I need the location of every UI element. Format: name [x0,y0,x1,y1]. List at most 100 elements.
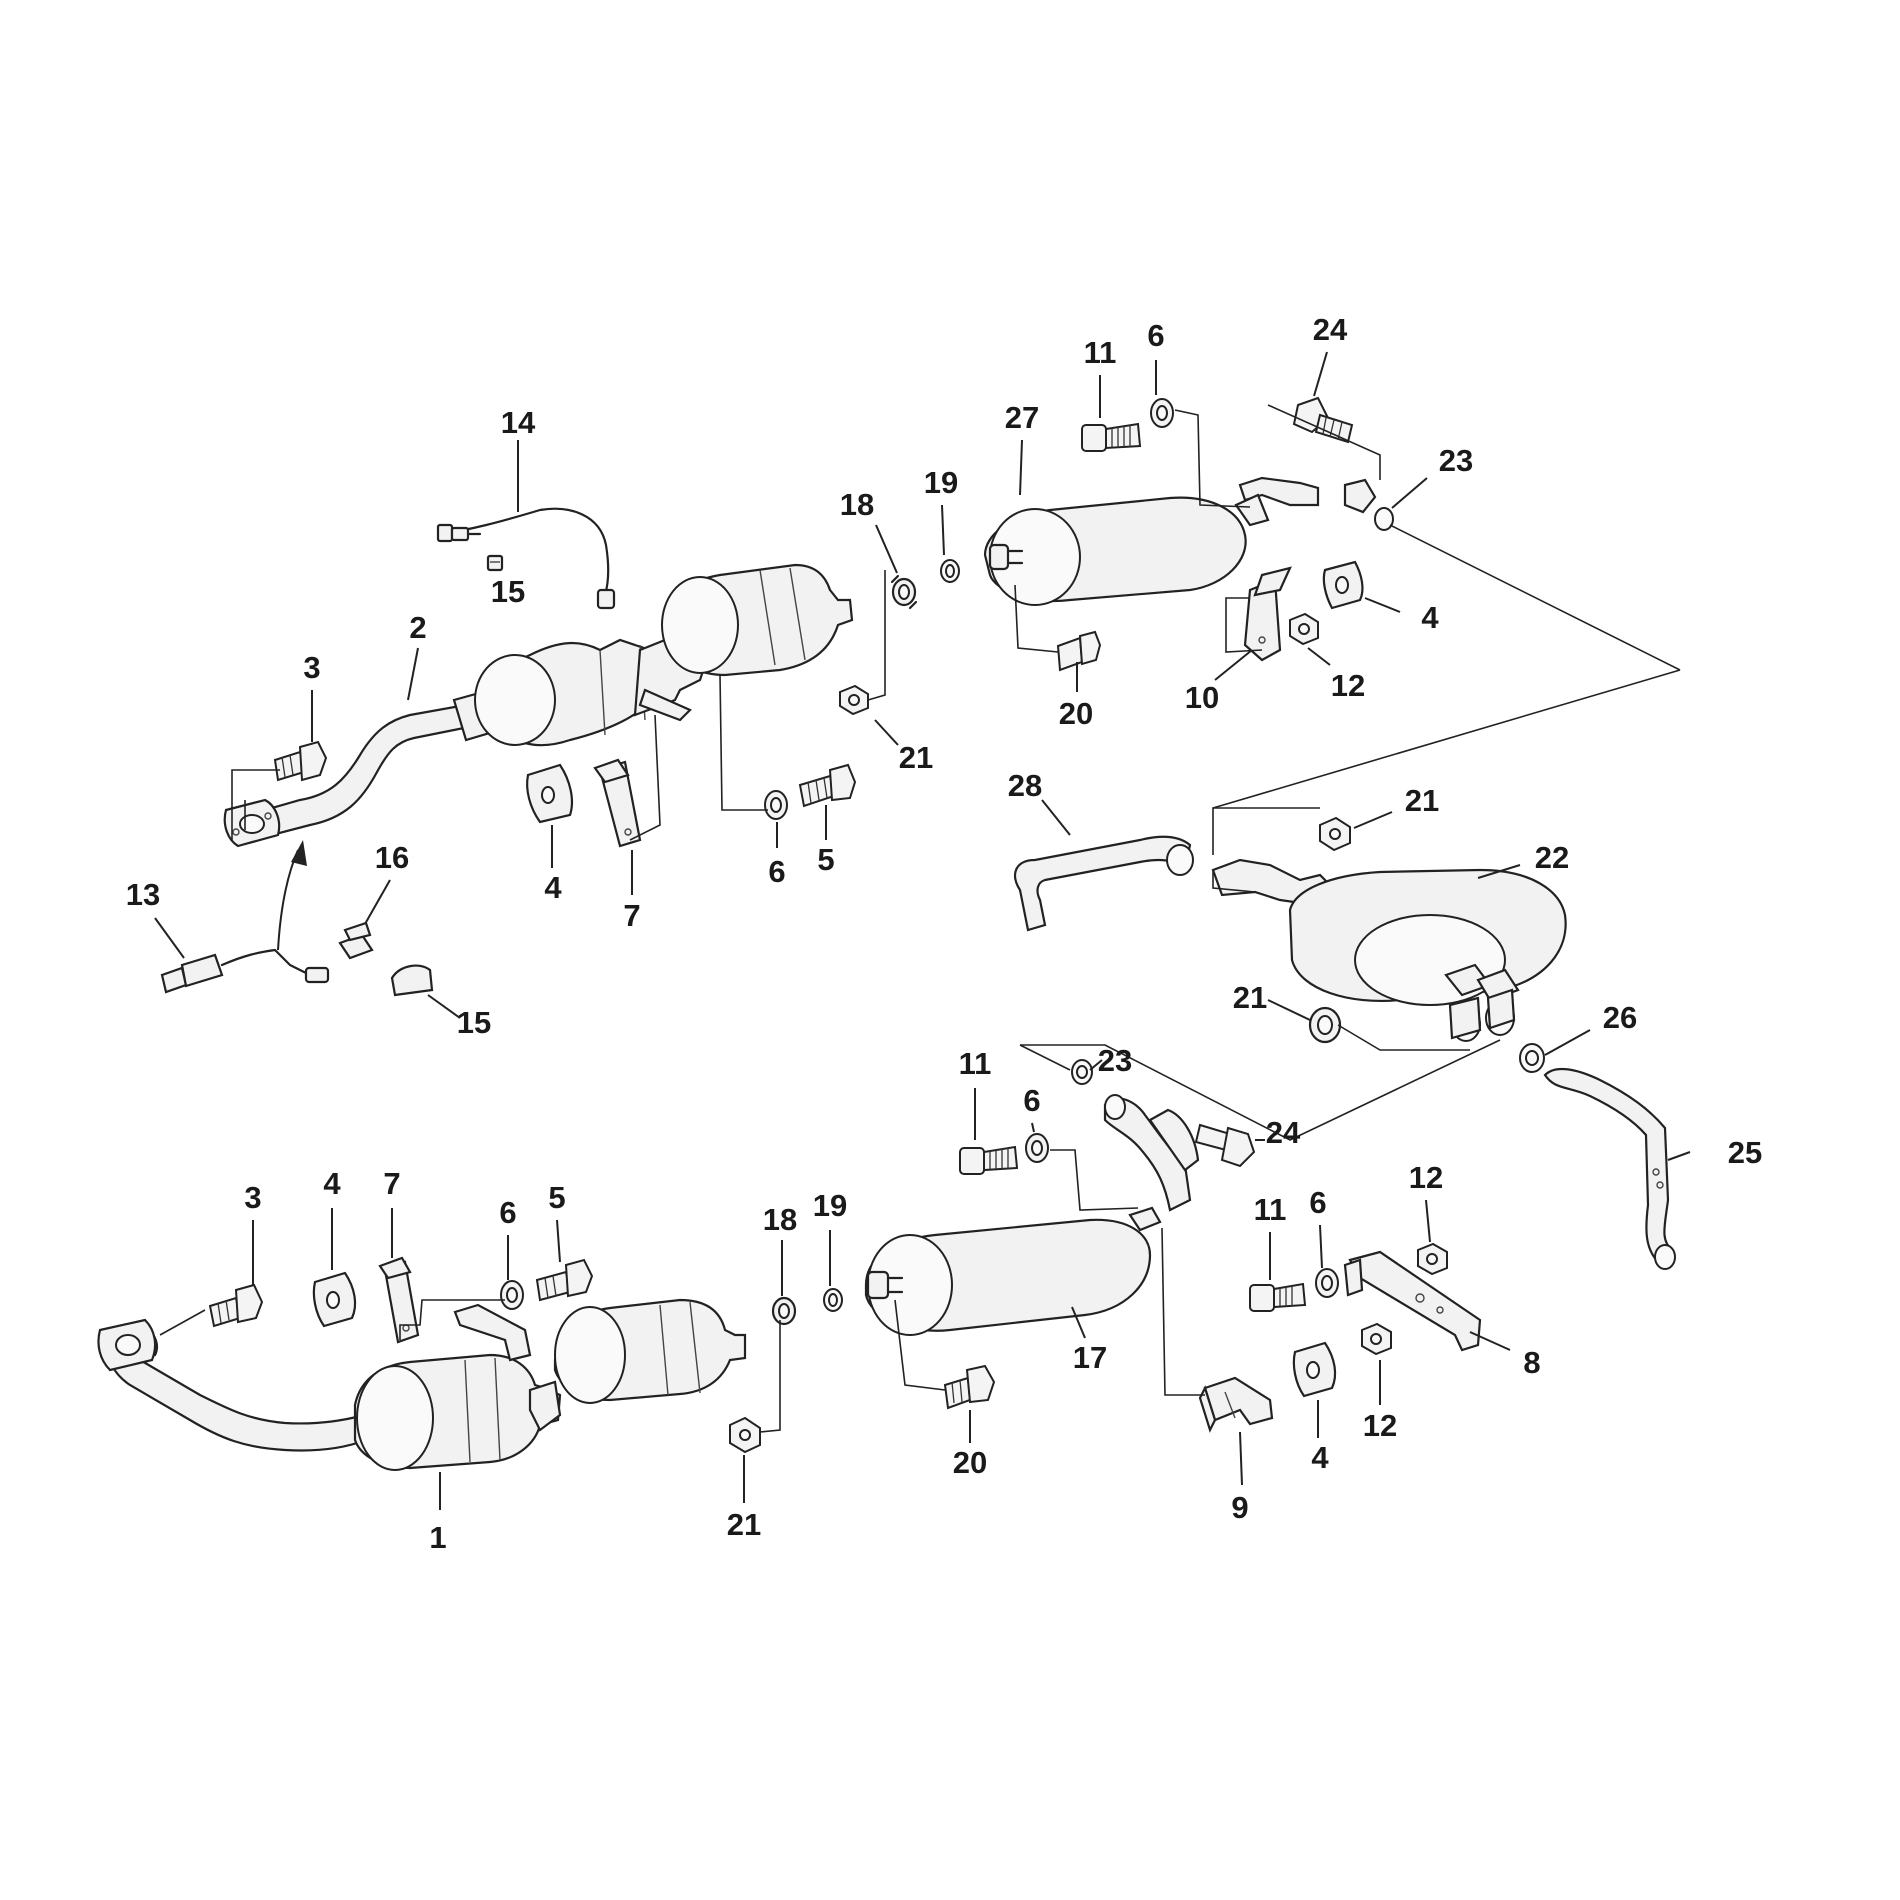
callout-21: 21 [899,740,933,775]
bracket-8 [1343,1250,1482,1352]
callout-15a: 15 [491,574,525,609]
callout-11-lower-right: 11 [1254,1192,1287,1227]
nut-12-upper [1289,612,1319,646]
callout-12-lower-bottom: 12 [1363,1408,1397,1443]
callout-2: 2 [409,610,426,645]
bolt-3-upper [273,740,328,782]
callout-24: 24 [1313,312,1348,347]
bracket-7-upper [593,758,642,848]
callout-15b: 15 [457,1005,491,1040]
clamp-23-upper [1343,478,1394,531]
callouts-rear: 28 21 22 21 26 25 23 24 [1008,768,1762,1170]
clamp-23-lower [1071,1059,1093,1085]
callout-10: 10 [1185,680,1219,715]
bolt-5-lower [535,1258,594,1302]
catalyst-front-lower [353,1353,562,1471]
lower-assembly [97,1133,1482,1471]
hanger-4-lower-right [1292,1341,1337,1398]
callout-12: 12 [1331,668,1365,703]
callout-19: 19 [924,465,958,500]
callout-7-lower: 7 [383,1166,400,1201]
callout-6-lower-right: 6 [1309,1185,1326,1220]
rear-pipe-connector-upper [1234,476,1320,527]
oxygen-sensor-13 [160,948,330,994]
callout-12-lower-top: 12 [1409,1160,1443,1195]
callout-17: 17 [1073,1340,1107,1375]
catalyst-rear-upper [661,563,854,677]
callout-23-rear: 23 [1098,1043,1132,1078]
bolt-20-upper [1056,630,1102,672]
callout-13: 13 [126,877,160,912]
grommet-21-rear [1308,1006,1342,1044]
bolt-11-upper [1081,422,1142,452]
catalyst-rear-lower [553,1298,747,1404]
rear-leader-lines [1019,669,1681,1141]
lower-leader-lines [159,1149,1205,1433]
nut-12-lower-top [1417,1242,1448,1276]
callout-6-lower: 6 [499,1195,516,1230]
bolt-3-lower [208,1283,264,1328]
ring-19-upper [940,559,960,583]
washer-6-lower-right [1315,1268,1339,1298]
callout-14: 14 [501,405,536,440]
callout-22: 22 [1535,840,1569,875]
upper-leader-lines [231,404,1681,841]
callout-8: 8 [1523,1345,1540,1380]
callout-11: 11 [1084,335,1117,370]
callout-20-lower: 20 [953,1445,987,1480]
tail-pipe-28 [1013,835,1194,932]
callout-9: 9 [1231,1490,1248,1525]
callout-4: 4 [544,870,562,905]
bolt-24-lower [1194,1123,1256,1168]
washer-6-upper [1150,398,1174,428]
clamp-26 [1519,1043,1545,1073]
front-pipe-upper [223,704,466,848]
front-pipe-lower [97,1318,368,1452]
bolt-11-lower-right [1249,1282,1307,1312]
callout-5: 5 [817,842,834,877]
bracket-10 [1243,566,1292,662]
callout-27: 27 [1005,400,1039,435]
bolt-5-upper [798,763,857,808]
callout-18-lower: 18 [763,1202,797,1237]
nut-21-rear-top [1319,816,1351,852]
callout-6b: 6 [1147,318,1164,353]
ring-19-lower [823,1288,843,1312]
callout-11-lower-mid: 11 [959,1046,992,1081]
bolt-11-lower-mid [959,1145,1019,1175]
callout-3-lower: 3 [244,1180,261,1215]
clip-16 [338,921,374,960]
arrow-head [291,840,307,866]
gasket-18-upper [890,574,918,610]
callout-28: 28 [1008,768,1042,803]
callout-23: 23 [1439,443,1473,478]
connector-pipe-lower [1103,1094,1200,1212]
washer-6-lower [500,1280,524,1310]
hanger-4-upper-left [526,763,574,824]
callout-26: 26 [1603,1000,1637,1035]
callout-21b: 21 [1233,980,1267,1015]
hanger-4-lower-left [312,1271,357,1328]
nut-21-lower [729,1416,761,1454]
rear-assembly [1013,816,1676,1270]
nut-21-upper [839,684,869,716]
nut-12-lower-bottom [1361,1322,1392,1356]
callouts-upper: 14 15 2 3 13 16 15 4 7 6 5 18 19 27 21 2… [126,312,1473,1040]
callout-4-lower: 4 [323,1166,341,1201]
callout-4b: 4 [1421,600,1439,635]
washer-6-upper-mid [764,790,788,820]
upper-assembly [160,396,1394,997]
catalyst-front-upper [452,638,652,747]
callout-5-lower: 5 [548,1180,565,1215]
rear-muffler-22 [1211,858,1567,1042]
bolt-20-lower [943,1364,996,1410]
callout-6-lower-mid: 6 [1023,1083,1040,1118]
arrow-line [277,849,299,951]
callout-25: 25 [1728,1135,1762,1170]
callout-21a: 21 [1405,783,1439,818]
oxygen-sensor-upper [436,507,616,610]
callout-21-lower: 21 [727,1507,761,1542]
callout-16: 16 [375,840,409,875]
callout-4-lower-right: 4 [1311,1440,1329,1475]
